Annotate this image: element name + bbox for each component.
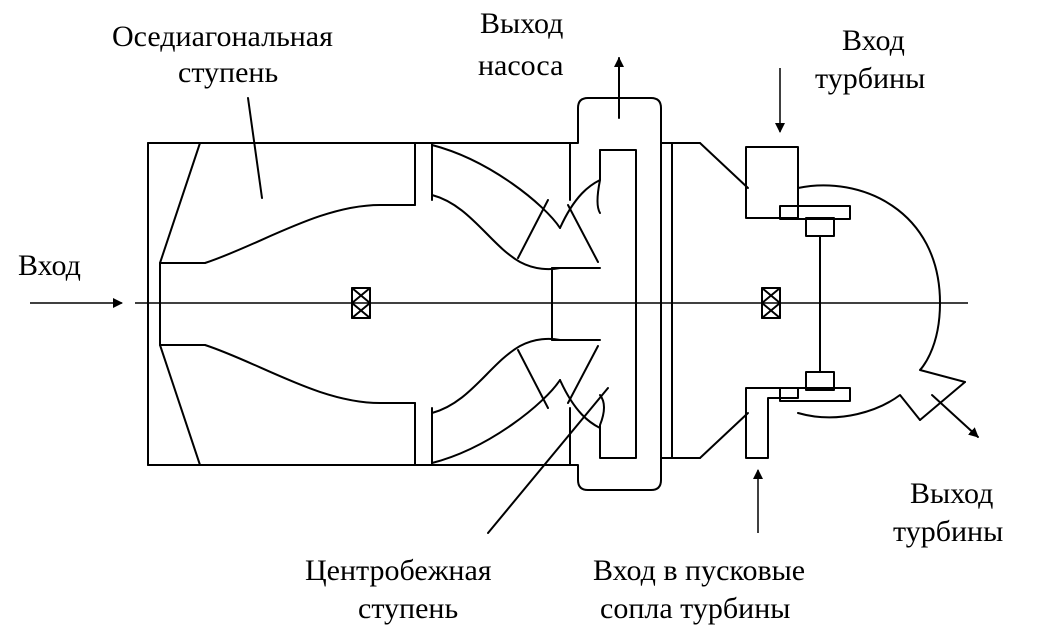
label-pump-outlet-2: насоса [478,49,563,82]
inlet-casing [147,142,571,466]
bearing-left-icon [351,287,371,319]
turbine-casing [660,142,966,459]
label-starter-nozzles-1: Вход в пусковые [593,554,805,587]
centrifugal-impeller [431,142,601,466]
label-turbine-inlet-1: Вход [842,24,905,57]
label-pump-outlet-1: Выход [480,7,563,40]
axial-stage-leader [247,97,263,199]
pump-volute [569,97,662,491]
label-axial-diagonal-stage-1: Оседиагональная [112,20,333,53]
label-centrifugal-stage-2: ступень [358,592,458,625]
label-turbine-outlet-1: Выход [910,477,993,510]
centrifugal-stage-leader [487,387,609,534]
label-starter-nozzles-2: сопла турбины [600,592,790,625]
label-centrifugal-stage-1: Центробежная [305,554,492,587]
label-axial-diagonal-stage-2: ступень [178,56,278,89]
axial-diagonal-hub [204,142,416,466]
bearing-right-icon [761,287,781,319]
turbine-outlet-arrow [931,394,979,438]
label-turbine-outlet-2: турбины [893,515,1003,548]
label-turbine-inlet-2: турбины [815,62,925,95]
label-inlet: Вход [18,249,81,282]
